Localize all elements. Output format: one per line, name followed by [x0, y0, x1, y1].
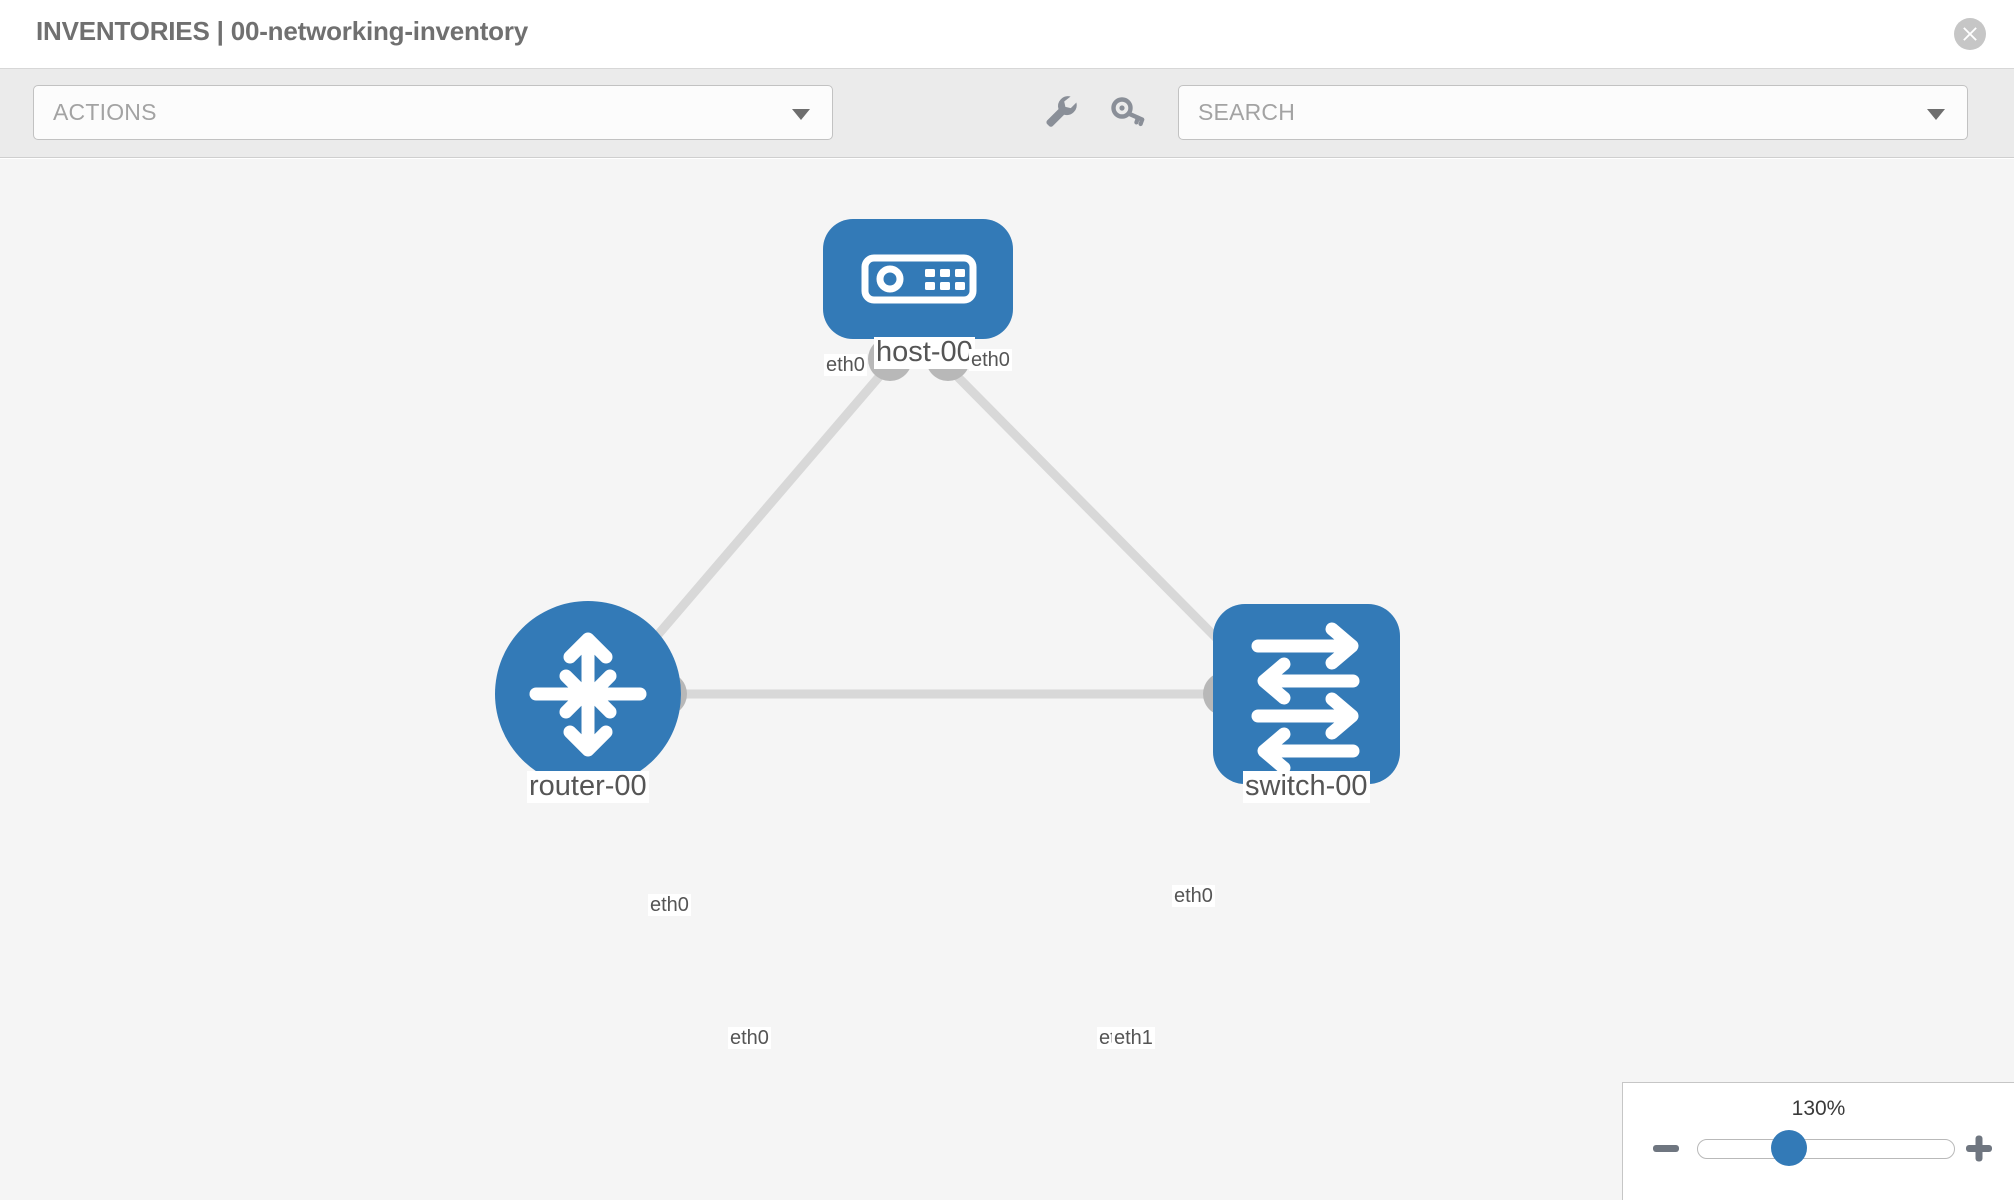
- node-label-router-00: router-00: [527, 770, 649, 803]
- zoom-slider-thumb[interactable]: [1771, 1130, 1807, 1166]
- switch-icon: [1251, 622, 1360, 775]
- zoom-control-panel: 130%: [1622, 1082, 2014, 1200]
- interface-label-switch-left: eth1: [1112, 1027, 1155, 1049]
- wrench-icon[interactable]: [1037, 87, 1085, 135]
- key-icon[interactable]: [1105, 87, 1153, 135]
- node-switch-00: [1213, 604, 1400, 784]
- actions-dropdown-label: ACTIONS: [53, 99, 157, 125]
- node-label-host-00: host-00: [874, 336, 975, 369]
- chevron-down-icon: [1927, 108, 1945, 120]
- topology-canvas[interactable]: host-00 router-00 switch-00 eth0 eth0 et…: [0, 159, 2014, 1200]
- interface-label-router-up: eth0: [648, 894, 691, 916]
- zoom-level-label: 130%: [1791, 1097, 1846, 1120]
- interface-label-switch-up: eth0: [1172, 885, 1215, 907]
- page-header: INVENTORIES | 00-networking-inventory: [0, 0, 2014, 69]
- actions-dropdown[interactable]: ACTIONS: [33, 85, 833, 140]
- chevron-down-icon: [792, 108, 810, 120]
- zoom-slider-track[interactable]: [1697, 1139, 1955, 1159]
- server-icon: [861, 254, 977, 304]
- node-label-switch-00: switch-00: [1243, 770, 1370, 803]
- node-router-00: [495, 601, 681, 787]
- close-icon[interactable]: [1954, 18, 1986, 50]
- plus-icon[interactable]: [1962, 1131, 1996, 1165]
- page-title: INVENTORIES | 00-networking-inventory: [36, 16, 529, 46]
- interface-label-host-left: eth0: [824, 354, 867, 376]
- link-host-router: [615, 359, 895, 684]
- interface-label-router-right: eth0: [728, 1027, 771, 1049]
- search-placeholder: SEARCH: [1198, 99, 1296, 125]
- minus-icon[interactable]: [1649, 1131, 1683, 1165]
- link-host-switch: [940, 359, 1250, 672]
- search-input[interactable]: SEARCH: [1178, 85, 1968, 140]
- topology-graph: [495, 219, 1400, 787]
- interface-label-host-right: eth0: [969, 349, 1012, 371]
- router-icon: [529, 632, 647, 757]
- node-host-00: [823, 219, 1013, 339]
